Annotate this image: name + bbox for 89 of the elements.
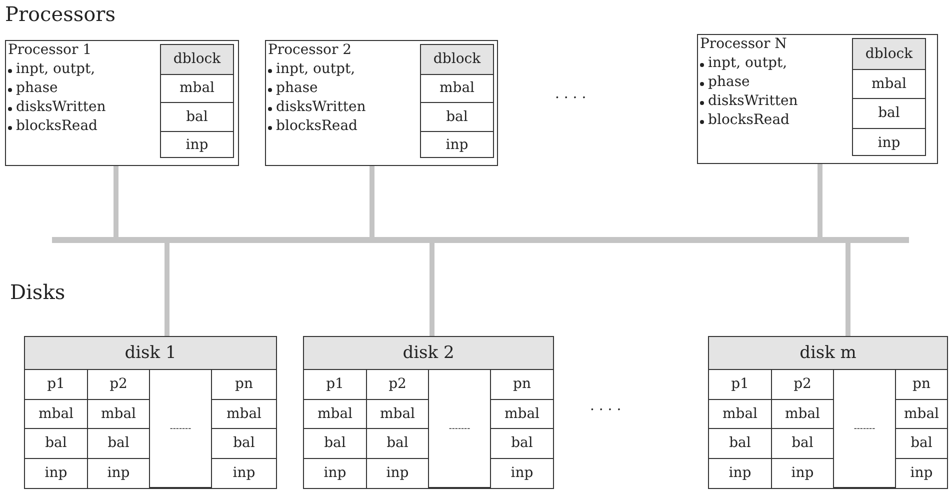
table-cell: bal xyxy=(212,429,276,458)
table-cell: mbal xyxy=(491,400,553,429)
processor-box xyxy=(265,40,498,166)
ellipsis: . . . . xyxy=(555,86,586,102)
table-header-cell: disk 1 xyxy=(25,337,276,370)
list-item: disksWritten xyxy=(16,99,106,115)
table-cell: mbal xyxy=(25,400,88,429)
processor-title: Processor N xyxy=(700,36,787,52)
table-cell: inp xyxy=(709,458,772,488)
processor-box xyxy=(697,34,938,164)
register-table xyxy=(852,38,926,156)
table-cell: inp xyxy=(367,458,429,488)
list-item: disksWritten xyxy=(708,93,798,109)
list-item: phase xyxy=(708,74,750,90)
table-cell: p1 xyxy=(304,370,367,400)
table-cell: bal xyxy=(304,429,367,458)
table-cell: bal xyxy=(853,98,925,128)
table-cell: inp xyxy=(421,130,493,159)
table-cell: bal xyxy=(896,429,947,458)
processor-title: Processor 1 xyxy=(8,42,92,58)
connector-line xyxy=(818,164,822,237)
table-cell: bal xyxy=(88,429,150,458)
ellipsis: . . . . xyxy=(590,398,622,414)
table-cell: pn xyxy=(212,370,276,400)
disk-table xyxy=(303,336,554,489)
table-header-cell: dblock xyxy=(161,45,233,74)
ellipsis-cell: ------- xyxy=(834,370,896,488)
table-cell: mbal xyxy=(421,74,493,102)
table-cell: mbal xyxy=(896,400,947,429)
table-cell: inp xyxy=(161,130,233,159)
table-cell: inp xyxy=(25,458,88,488)
table-header-cell: dblock xyxy=(421,45,493,74)
table-header-cell: dblock xyxy=(853,39,925,68)
connector-line xyxy=(370,166,374,237)
list-item: phase xyxy=(276,80,318,96)
table-cell: mbal xyxy=(853,68,925,98)
table-cell: bal xyxy=(161,102,233,130)
list-item: inpt, outpt, xyxy=(16,61,96,77)
processor-title: Processor 2 xyxy=(268,42,352,58)
ellipsis-cell: ------- xyxy=(429,370,491,488)
table-cell: p2 xyxy=(88,370,150,400)
bus-bar xyxy=(52,237,909,243)
table-cell-text: inp xyxy=(510,464,534,484)
list-item: blocksRead xyxy=(16,118,98,134)
table-cell: p2 xyxy=(772,370,834,400)
table-cell: mbal xyxy=(772,400,834,429)
table-cell: p1 xyxy=(25,370,88,400)
table-cell: inp xyxy=(853,128,925,157)
table-cell: pn xyxy=(896,370,947,400)
table-cell: mbal xyxy=(709,400,772,429)
table-cell: mbal xyxy=(161,74,233,102)
connector-line xyxy=(430,243,434,336)
table-cell: bal xyxy=(709,429,772,458)
table-cell: p1 xyxy=(709,370,772,400)
table-cell: bal xyxy=(367,429,429,458)
register-table xyxy=(420,44,494,158)
table-header-cell: disk 2 xyxy=(304,337,553,370)
table-cell: mbal xyxy=(367,400,429,429)
table-cell: inp xyxy=(88,458,150,488)
table-cell: mbal xyxy=(212,400,276,429)
list-item: inpt, outpt, xyxy=(276,61,356,77)
table-cell: inp xyxy=(772,458,834,488)
connector-line xyxy=(114,166,118,237)
connector-line xyxy=(164,243,170,336)
list-item: blocksRead xyxy=(708,112,790,128)
disk-table xyxy=(24,336,277,489)
table-cell: mbal xyxy=(304,400,367,429)
connector-line xyxy=(846,243,850,336)
list-item: phase xyxy=(16,80,58,96)
list-item: inpt, outpt, xyxy=(708,55,788,71)
list-item: disksWritten xyxy=(276,99,366,115)
table-header-cell: disk m xyxy=(709,337,947,370)
table-cell: mbal xyxy=(88,400,150,429)
list-item: blocksRead xyxy=(276,118,358,134)
table-cell-text: inp xyxy=(232,464,256,484)
register-table xyxy=(160,44,234,158)
table-cell: bal xyxy=(491,429,553,458)
section-heading: Processors xyxy=(5,2,116,26)
table-cell: bal xyxy=(421,102,493,130)
table-cell: bal xyxy=(772,429,834,458)
table-cell-text: inp xyxy=(909,464,934,484)
disk-table xyxy=(708,336,948,489)
table-cell: bal xyxy=(25,429,88,458)
section-heading: Disks xyxy=(10,280,66,304)
table-cell: p2 xyxy=(367,370,429,400)
table-cell: pn xyxy=(491,370,553,400)
ellipsis-cell: ------- xyxy=(150,370,212,488)
processor-box xyxy=(5,40,239,166)
table-cell: inp xyxy=(304,458,367,488)
